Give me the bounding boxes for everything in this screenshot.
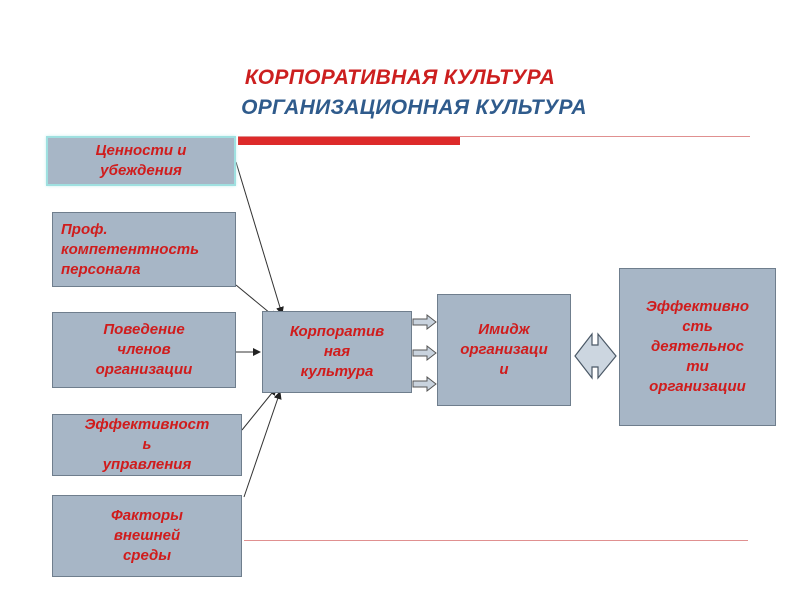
box-organization-image: Имидж организаци и [437,294,571,406]
box-staff-competence: Проф. компетентность персонала [52,212,236,287]
box-external-factors: Факторы внешней среды [52,495,242,577]
double-arrow-image-efficiency [574,332,617,380]
box-member-behavior: Поведение членов организации [52,312,236,388]
block-arrow-culture-to-image-1 [412,313,437,331]
box-values-beliefs: Ценности и убеждения [46,136,236,186]
box-organization-efficiency: Эффективно сть деятельнос ти организации [619,268,776,426]
box-management-efficiency: Эффективност ь управления [52,414,242,476]
title-line-2: ОРГАНИЗАЦИОННАЯ КУЛЬТУРА [241,96,587,119]
arrow-external-to-culture [243,391,282,498]
decor-bar-red [238,137,460,145]
decor-line-bottom [244,540,748,541]
title-line-1: КОРПОРАТИВНАЯ КУЛЬТУРА [244,66,556,89]
block-arrow-culture-to-image-3 [412,375,437,393]
block-arrow-culture-to-image-2 [412,344,437,362]
arrow-values-to-culture [235,161,284,315]
arrow-management-to-culture [241,387,277,431]
decor-line-top [238,136,750,137]
box-corporate-culture: Корпоратив ная культура [262,311,412,393]
